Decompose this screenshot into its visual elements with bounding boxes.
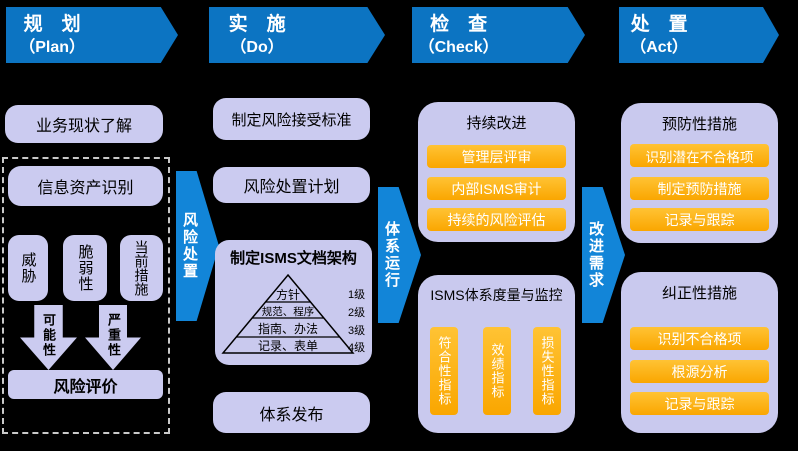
plan-risk-assessment-frame [2, 157, 170, 434]
do-risk-treatment-plan-box: 风险处置计划 [213, 167, 370, 203]
header-plan: 规 划 （Plan） [6, 7, 178, 63]
check-indicator-performance: 效绩指标 [483, 327, 511, 415]
plan-business-status-box: 业务现状了解 [5, 105, 163, 143]
pyramid-level3-label: 指南、办法 [258, 321, 318, 336]
header-act: 处 置 （Act） [619, 7, 779, 63]
check-continuous-improvement-title: 持续改进 [466, 115, 527, 132]
do-isms-doc-structure-title: 制定ISMS文档架构 [230, 250, 357, 267]
connector-label-system-operation: 体系运行 [383, 221, 400, 289]
pyramid-level2-label: 规范、程序 [262, 305, 315, 318]
act-item-identify-potential-nonconformities: 识别潜在不合格项 [630, 144, 769, 167]
header-check: 检 查 （Check） [412, 7, 585, 63]
plan-factor-threat-label: 威胁 [19, 252, 37, 284]
check-continuous-improvement-box: 持续改进 管理层评审 内部ISMS审计 持续的风险评估 [418, 102, 575, 242]
pyramid-outline [221, 273, 355, 354]
plan-factor-vulnerability-label: 脆弱性 [76, 244, 94, 292]
possibility-label: 可能性 [41, 312, 56, 358]
document-pyramid: 方针 规范、程序 指南、办法 记录、表单 1级 2级 3级 4级 [221, 273, 365, 354]
plan-asset-identification-box: 信息资产识别 [8, 166, 163, 206]
header-plan-en: （Plan） [19, 38, 85, 56]
header-check-zh: 检 查 [430, 13, 488, 35]
header-act-en: （Act） [630, 38, 688, 56]
header-do-en: （Do） [230, 38, 284, 56]
pyramid-grade-1: 1级 [348, 288, 365, 301]
act-item-develop-preventive-measures: 制定预防措施 [630, 177, 769, 200]
plan-factor-current-measures-box: 当前措施 [120, 235, 163, 301]
connector-arrow-improvement-needs: 改进需求 [582, 187, 625, 323]
plan-risk-evaluation-box: 风险评价 [8, 370, 163, 399]
plan-factor-vulnerability-box: 脆弱性 [63, 235, 107, 301]
header-plan-zh: 规 划 [23, 13, 81, 35]
pyramid-level1-label: 方针 [276, 287, 300, 302]
header-act-zh: 处 置 [630, 13, 688, 35]
check-item-management-review: 管理层评审 [427, 145, 566, 168]
pyramid-grade-2: 2级 [348, 306, 365, 319]
connector-label-risk-treatment: 风险处置 [181, 212, 198, 280]
check-indicator-compliance: 符合性指标 [430, 327, 458, 415]
do-risk-acceptance-box: 制定风险接受标准 [213, 98, 370, 140]
check-indicator-loss: 损失性指标 [533, 327, 561, 415]
act-item-root-cause-analysis: 根源分析 [630, 360, 769, 383]
check-item-internal-isms-audit: 内部ISMS审计 [427, 177, 566, 200]
pyramid-grade-3: 3级 [348, 324, 365, 337]
act-item-record-and-track-corrective: 记录与跟踪 [630, 392, 769, 415]
check-item-continuous-risk-assessment: 持续的风险评估 [427, 208, 566, 231]
act-item-identify-nonconformities: 识别不合格项 [630, 327, 769, 350]
pyramid-level4-label: 记录、表单 [258, 339, 318, 353]
header-do: 实 施 （Do） [209, 7, 385, 63]
plan-factor-current-measures-label: 当前措施 [133, 240, 150, 296]
check-measurement-monitoring-box: ISMS体系度量与监控 符合性指标 效绩指标 损失性指标 [418, 275, 575, 433]
do-isms-doc-structure-box: 制定ISMS文档架构 方针 规范、程序 指南、办法 记录、表单 1级 2级 3级… [215, 240, 372, 365]
act-preventive-measures-title: 预防性措施 [661, 116, 737, 133]
connector-label-improvement-needs: 改进需求 [587, 221, 604, 289]
connector-arrow-system-operation: 体系运行 [378, 187, 421, 323]
header-check-en: （Check） [418, 38, 499, 56]
plan-factor-threat-box: 威胁 [8, 235, 48, 301]
pyramid-grade-4: 4级 [348, 341, 365, 354]
severity-label: 严重性 [106, 312, 121, 358]
act-item-record-and-track-preventive: 记录与跟踪 [630, 208, 769, 231]
do-system-release-box: 体系发布 [213, 392, 370, 433]
header-do-zh: 实 施 [228, 13, 286, 35]
act-preventive-measures-box: 预防性措施 识别潜在不合格项 制定预防措施 记录与跟踪 [621, 103, 778, 243]
act-corrective-measures-title: 纠正性措施 [661, 285, 737, 302]
act-corrective-measures-box: 纠正性措施 识别不合格项 根源分析 记录与跟踪 [621, 272, 778, 433]
check-measurement-monitoring-title: ISMS体系度量与监控 [430, 287, 563, 303]
